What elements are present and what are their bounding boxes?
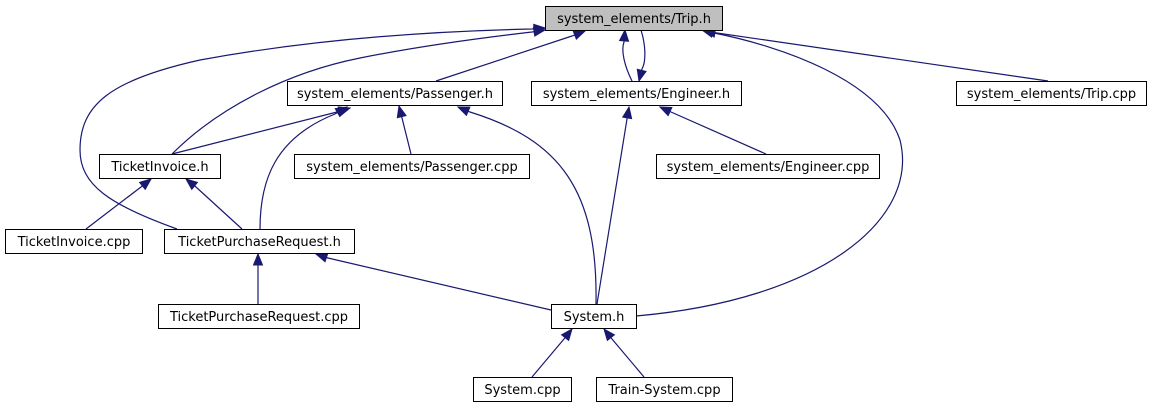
node-ticketinvoice-cpp[interactable]: TicketInvoice.cpp — [5, 229, 143, 254]
node-label: system_elements/Engineer.cpp — [667, 160, 870, 175]
node-label: TicketPurchaseRequest.h — [177, 235, 341, 250]
node-engineer-h[interactable]: system_elements/Engineer.h — [531, 81, 742, 106]
edge-arrowhead — [138, 178, 153, 191]
edge-arrowhead — [603, 327, 616, 342]
node-trip-cpp[interactable]: system_elements/Trip.cpp — [956, 81, 1147, 106]
edge-line — [457, 106, 597, 305]
node-trip-h[interactable]: system_elements/Trip.h — [545, 6, 723, 31]
edge-ticketinvoice_cpp-to-ticketinvoice_h — [85, 178, 153, 230]
node-box — [531, 81, 742, 106]
node-label: TicketInvoice.h — [110, 160, 208, 175]
edge-ticketpurchaserequest_h-to-passenger_h — [259, 106, 349, 230]
edge-trip_h-to-engineer_h — [636, 29, 647, 83]
node-system-cpp[interactable]: System.cpp — [473, 377, 572, 402]
node-ticketpurchaserequest-h[interactable]: TicketPurchaseRequest.h — [164, 229, 355, 254]
node-label: Train-System.cpp — [607, 383, 720, 398]
node-ticketpurchaserequest-cpp[interactable]: TicketPurchaseRequest.cpp — [158, 304, 360, 329]
edge-engineer_cpp-to-engineer_h — [658, 106, 767, 155]
edge-system_cpp-to-system_h — [531, 327, 573, 378]
node-box — [99, 154, 221, 179]
edge-arrowhead — [396, 104, 407, 119]
node-box — [545, 6, 723, 31]
edge-trip_cpp-to-trip_h — [702, 27, 1049, 82]
edge-line — [622, 29, 633, 82]
node-box — [596, 377, 733, 402]
edge-line — [596, 106, 630, 305]
node-label: system_elements/Trip.h — [557, 12, 711, 27]
edge-passenger_h-to-trip_h — [435, 30, 587, 82]
node-box — [158, 304, 360, 329]
edge-arrowhead — [334, 106, 349, 118]
node-passenger-h[interactable]: system_elements/Passenger.h — [287, 81, 503, 106]
edge-line — [638, 29, 646, 82]
edge-arrowhead — [572, 30, 587, 41]
node-engineer-cpp[interactable]: system_elements/Engineer.cpp — [656, 154, 880, 179]
node-label: System.cpp — [484, 383, 560, 398]
edge-arrowhead — [560, 327, 573, 342]
node-system-h[interactable]: System.h — [551, 304, 637, 329]
edge-arrowhead — [456, 106, 471, 117]
node-box — [551, 304, 637, 329]
edge-arrowhead — [184, 178, 199, 191]
edge-line — [259, 106, 348, 230]
node-label: System.h — [564, 310, 625, 325]
edge-arrowhead — [618, 28, 630, 42]
edge-trainsystem_cpp-to-system_h — [603, 327, 645, 378]
node-box — [164, 229, 355, 254]
edge-arrowhead — [533, 23, 547, 35]
edge-line — [315, 253, 552, 311]
node-label: system_elements/Passenger.h — [297, 87, 493, 102]
edge-system_h-to-ticketpurchaserequest_h — [314, 252, 552, 311]
node-label: system_elements/Passenger.cpp — [306, 160, 517, 175]
node-label: system_elements/Trip.cpp — [967, 87, 1136, 102]
edge-system_h-to-engineer_h — [596, 105, 633, 305]
node-box — [294, 154, 530, 179]
edge-line — [635, 29, 904, 317]
edge-arrowhead — [314, 252, 329, 263]
edge-ticketpurchaserequest_h-to-trip_h — [79, 23, 547, 230]
edge-arrowhead — [658, 106, 673, 117]
edge-ticketpurchaserequest_cpp-to-ticketpurchaserequest_h — [252, 252, 264, 304]
node-label: system_elements/Engineer.h — [543, 87, 730, 102]
node-box — [956, 81, 1147, 106]
edge-engineer_h-to-trip_h — [618, 28, 633, 82]
edge-ticketpurchaserequest_h-to-ticketinvoice_h — [184, 178, 243, 230]
node-label: TicketPurchaseRequest.cpp — [169, 310, 348, 325]
graph-nodes: system_elements/Trip.h system_elements/Pa… — [5, 6, 1147, 402]
node-passenger-cpp[interactable]: system_elements/Passenger.cpp — [294, 154, 530, 179]
node-box — [656, 154, 880, 179]
edge-line — [659, 106, 767, 155]
node-box — [5, 229, 143, 254]
node-ticketinvoice-h[interactable]: TicketInvoice.h — [99, 154, 221, 179]
edge-line — [703, 30, 1049, 82]
node-label: TicketInvoice.cpp — [17, 235, 131, 250]
edge-arrowhead — [636, 68, 647, 83]
node-box — [287, 81, 503, 106]
edge-arrowhead — [252, 252, 264, 266]
edge-arrowhead — [621, 105, 633, 120]
node-trainsystem-cpp[interactable]: Train-System.cpp — [596, 377, 733, 402]
node-box — [473, 377, 572, 402]
edge-system_h-to-passenger_h — [456, 106, 597, 305]
edge-line — [435, 30, 586, 82]
edge-passenger_cpp-to-passenger_h — [396, 104, 412, 155]
edge-line — [79, 27, 546, 230]
edge-line — [171, 29, 546, 155]
